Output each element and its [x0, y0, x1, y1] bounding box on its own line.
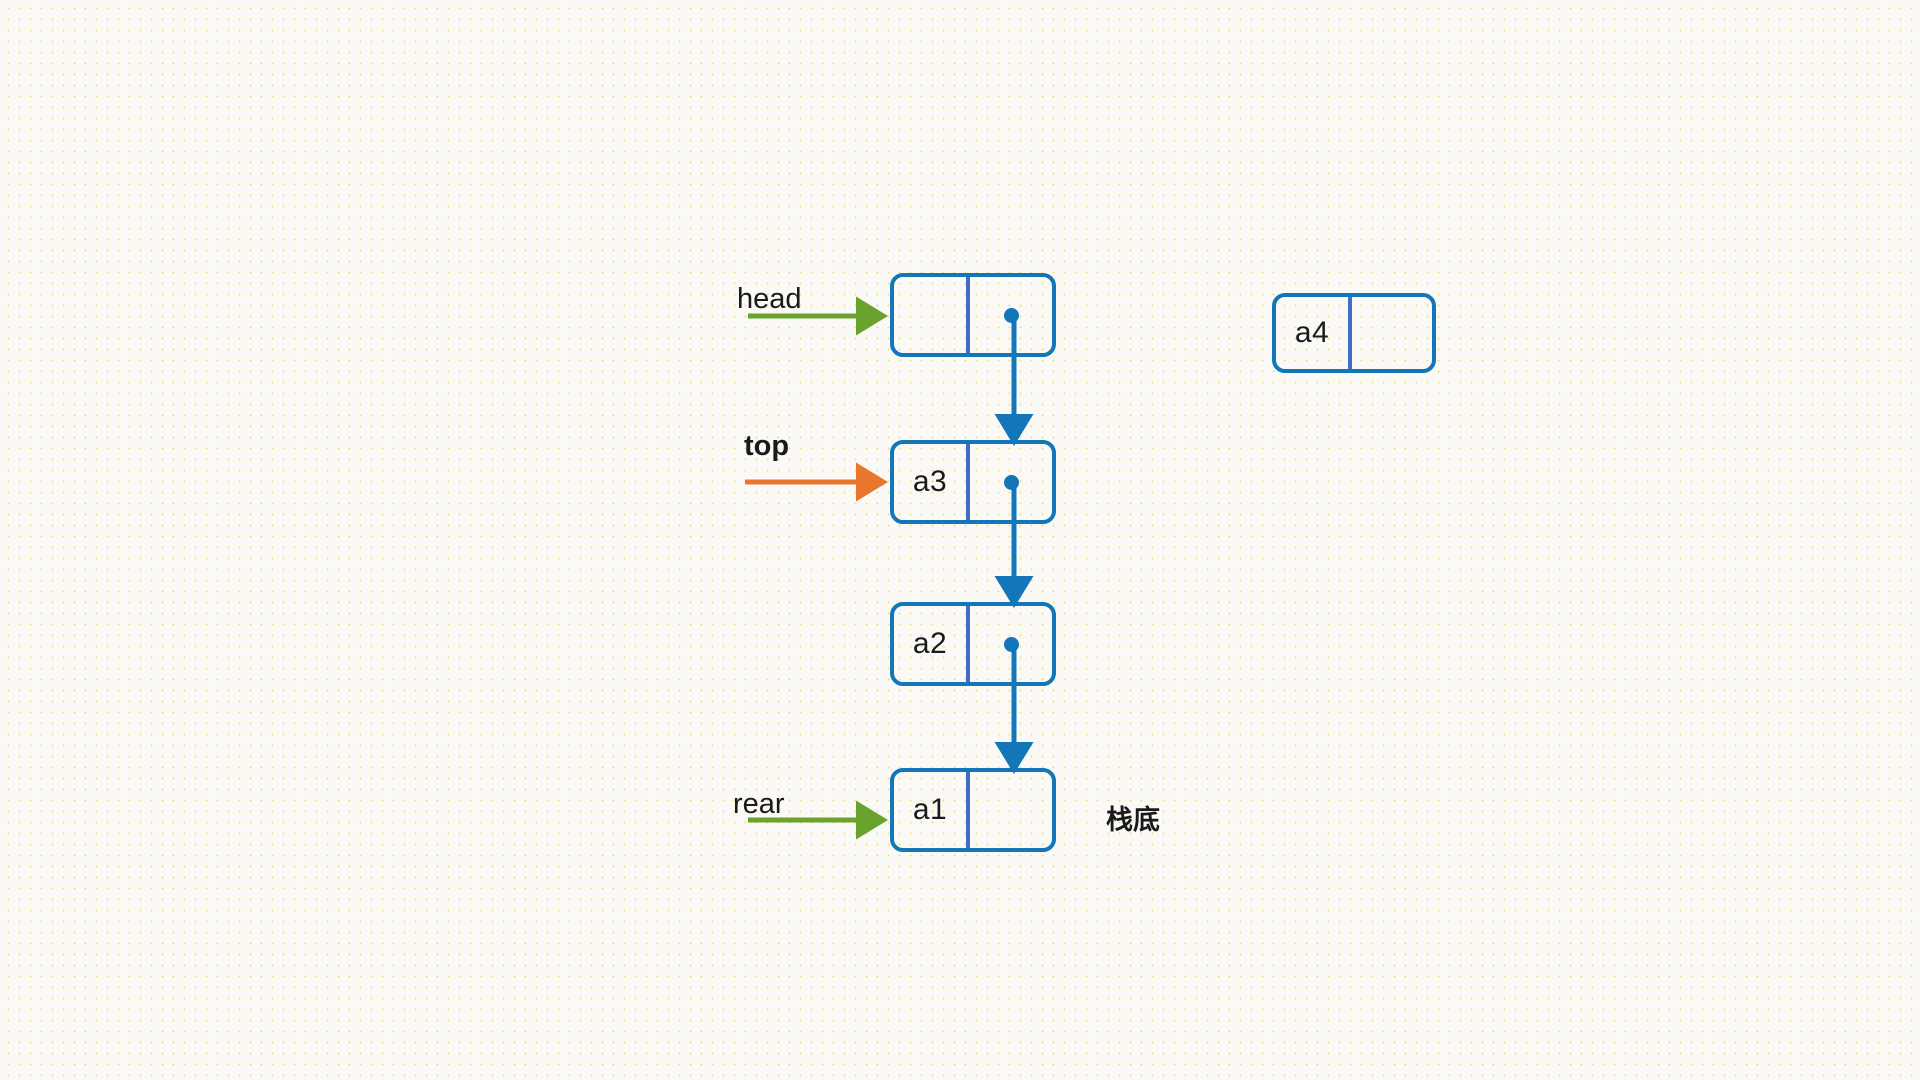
pointer-arrows-group: [745, 296, 888, 840]
head-node-next-cell: [966, 277, 1052, 353]
head-node-data-cell: [894, 277, 966, 353]
node-a2[interactable]: a2: [890, 602, 1056, 686]
node-a2-next-cell: [966, 606, 1052, 682]
node-a3-data-cell: a3: [894, 444, 966, 520]
node-a1-data-value: a1: [912, 793, 948, 826]
stack-bottom-label: 栈底: [1106, 805, 1160, 836]
node-a4-data-cell: a4: [1276, 297, 1348, 369]
rear-label: rear: [733, 788, 785, 820]
node-a2-pointer-dot: [1003, 636, 1019, 652]
head-node-pointer-dot: [1003, 307, 1019, 323]
node-a1[interactable]: a1: [890, 768, 1056, 852]
top-label: top: [744, 430, 790, 462]
node-a3-pointer-dot: [1003, 474, 1019, 490]
node-a1-data-cell: a1: [894, 772, 966, 848]
node-a2-data-cell: a2: [894, 606, 966, 682]
node-a2-data-value: a2: [912, 627, 948, 660]
node-a4[interactable]: a4: [1272, 293, 1436, 373]
node-a4-data-value: a4: [1294, 316, 1330, 349]
node-a1-next-cell: [966, 772, 1052, 848]
node-a4-next-cell: [1348, 297, 1432, 369]
node-a3[interactable]: a3: [890, 440, 1056, 524]
node-a3-next-cell: [966, 444, 1052, 520]
node-a3-data-value: a3: [912, 465, 948, 498]
head-node[interactable]: [890, 273, 1056, 357]
head-label: head: [737, 283, 802, 315]
